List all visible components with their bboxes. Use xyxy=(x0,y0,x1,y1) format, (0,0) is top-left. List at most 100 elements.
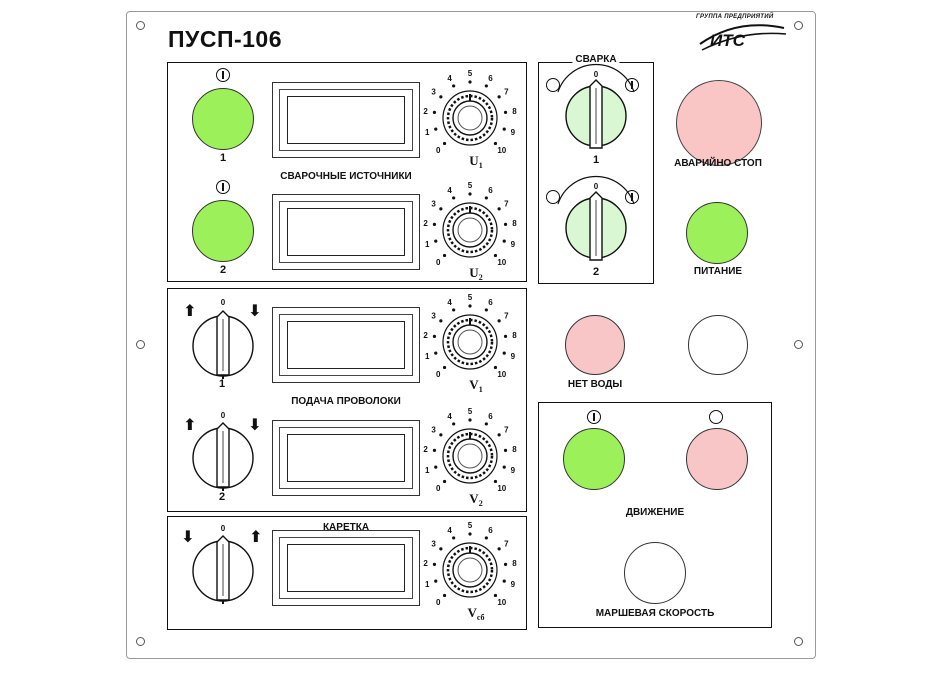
dial-tick xyxy=(497,547,501,551)
dial-tick xyxy=(484,422,488,426)
dial-scale-label: 10 xyxy=(497,484,506,493)
dial-tick xyxy=(432,222,437,226)
dial-scale-label: 3 xyxy=(431,426,436,435)
dial-tick xyxy=(493,365,498,370)
dial-scale-label: 2 xyxy=(423,107,428,116)
mounting-hole xyxy=(794,637,803,646)
welding-1-selector[interactable] xyxy=(546,58,646,154)
wire-2-switch-zero: 0 xyxy=(220,411,226,420)
dial-knob-inner xyxy=(457,557,483,583)
wire-feed-box xyxy=(167,288,527,512)
power-button[interactable] xyxy=(686,202,748,264)
power-off-symbol-icon xyxy=(709,410,723,424)
dial-scale-label: 2 xyxy=(423,219,428,228)
dial-scale-label: 9 xyxy=(511,580,516,589)
wire-feed-2-display xyxy=(272,420,420,496)
emergency-stop-button[interactable] xyxy=(676,80,762,166)
dial-scale-label: 8 xyxy=(512,445,517,454)
dial-tick xyxy=(502,465,506,469)
dial-scale-label: 10 xyxy=(497,258,506,267)
dial-tick xyxy=(502,239,506,243)
dial-scale-label: 3 xyxy=(431,312,436,321)
dial-tick xyxy=(439,319,443,323)
dial-tick xyxy=(497,207,501,211)
dial-tick xyxy=(484,536,488,540)
dial-scale-label: 3 xyxy=(431,540,436,549)
dial-tick xyxy=(442,141,447,146)
no-water-lamp xyxy=(565,315,625,375)
dial-scale-label: 4 xyxy=(447,526,452,535)
dial-scale-label: 2 xyxy=(423,331,428,340)
dial-scale-label: 1 xyxy=(425,466,430,475)
spare-button[interactable] xyxy=(688,315,748,375)
dial-tick xyxy=(432,334,437,338)
source-1-button[interactable] xyxy=(192,88,254,150)
movement-stop-button[interactable] xyxy=(686,428,748,490)
company-logo: ГРУППА ПРЕДПРИЯТИЙ ИТС xyxy=(692,14,792,58)
source-2-button[interactable] xyxy=(192,200,254,262)
dial-knurl xyxy=(446,206,494,254)
dial-tick xyxy=(493,253,498,258)
dial-scale-label: 6 xyxy=(488,74,493,83)
mounting-hole xyxy=(136,340,145,349)
carriage-caption: КАРЕТКА xyxy=(322,522,370,533)
arrow-up-icon: ⬆ xyxy=(249,529,263,546)
dial-knob-inner xyxy=(457,105,483,131)
dial-scale-label: 0 xyxy=(436,598,441,607)
dial-scale-label: 5 xyxy=(468,181,473,190)
dial-tick xyxy=(468,418,472,422)
dial-tick xyxy=(452,308,456,312)
welding-caption: СВАРКА xyxy=(572,54,620,65)
dial-scale-label: 7 xyxy=(504,312,509,321)
dial-tick xyxy=(452,84,456,88)
dial-scale-label: 0 xyxy=(436,370,441,379)
dial-scale-label: 9 xyxy=(511,128,516,137)
power-label: ПИТАНИЕ xyxy=(693,266,743,277)
dial-tick xyxy=(439,433,443,437)
march-speed-button[interactable] xyxy=(624,542,686,604)
dial-knurl xyxy=(446,318,494,366)
wire-feed-caption: ПОДАЧА ПРОВОЛОКИ xyxy=(291,396,401,407)
dial-scale-label: 1 xyxy=(425,128,430,137)
dial-tick xyxy=(468,80,472,84)
carriage-box xyxy=(167,516,527,630)
dial-knob-inner xyxy=(457,443,483,469)
mounting-hole xyxy=(794,340,803,349)
dial-tick xyxy=(439,547,443,551)
dial-scale-label: 4 xyxy=(447,186,452,195)
dial-scale-label: 0 xyxy=(436,484,441,493)
dial-tick xyxy=(442,253,447,258)
logo-swoosh-icon: ИТС xyxy=(699,24,787,51)
power-off-symbol-icon xyxy=(546,78,560,92)
dial-knob-inner xyxy=(457,329,483,355)
mounting-hole xyxy=(136,637,145,646)
dial-scale-label: 6 xyxy=(488,526,493,535)
dial-knurl xyxy=(446,546,494,594)
dial-scale-label: 8 xyxy=(512,331,517,340)
source-2-display xyxy=(272,194,420,270)
mounting-hole xyxy=(794,21,803,30)
dial-tick xyxy=(468,192,472,196)
dial-tick xyxy=(434,239,438,243)
wire-feed-1-selector[interactable] xyxy=(190,310,256,379)
panel-title: ПУСП-106 xyxy=(168,26,283,52)
welding-2-selector[interactable] xyxy=(546,170,646,266)
arrow-down-icon: ⬇ xyxy=(181,529,195,546)
dial-scale-label: 0 xyxy=(436,146,441,155)
dial-scale-label: 5 xyxy=(468,293,473,302)
carriage-selector[interactable] xyxy=(190,535,256,604)
dial-scale-label: 9 xyxy=(511,466,516,475)
dial-knurl xyxy=(446,94,494,142)
dial-variable-label: Vсб xyxy=(467,605,484,622)
wire-feed-2-selector[interactable] xyxy=(190,422,256,491)
dial-tick xyxy=(432,110,437,114)
dial-scale-label: 7 xyxy=(504,88,509,97)
arrow-down-icon: ⬇ xyxy=(248,417,262,434)
movement-start-button[interactable] xyxy=(563,428,625,490)
dial-scale-label: 1 xyxy=(425,352,430,361)
